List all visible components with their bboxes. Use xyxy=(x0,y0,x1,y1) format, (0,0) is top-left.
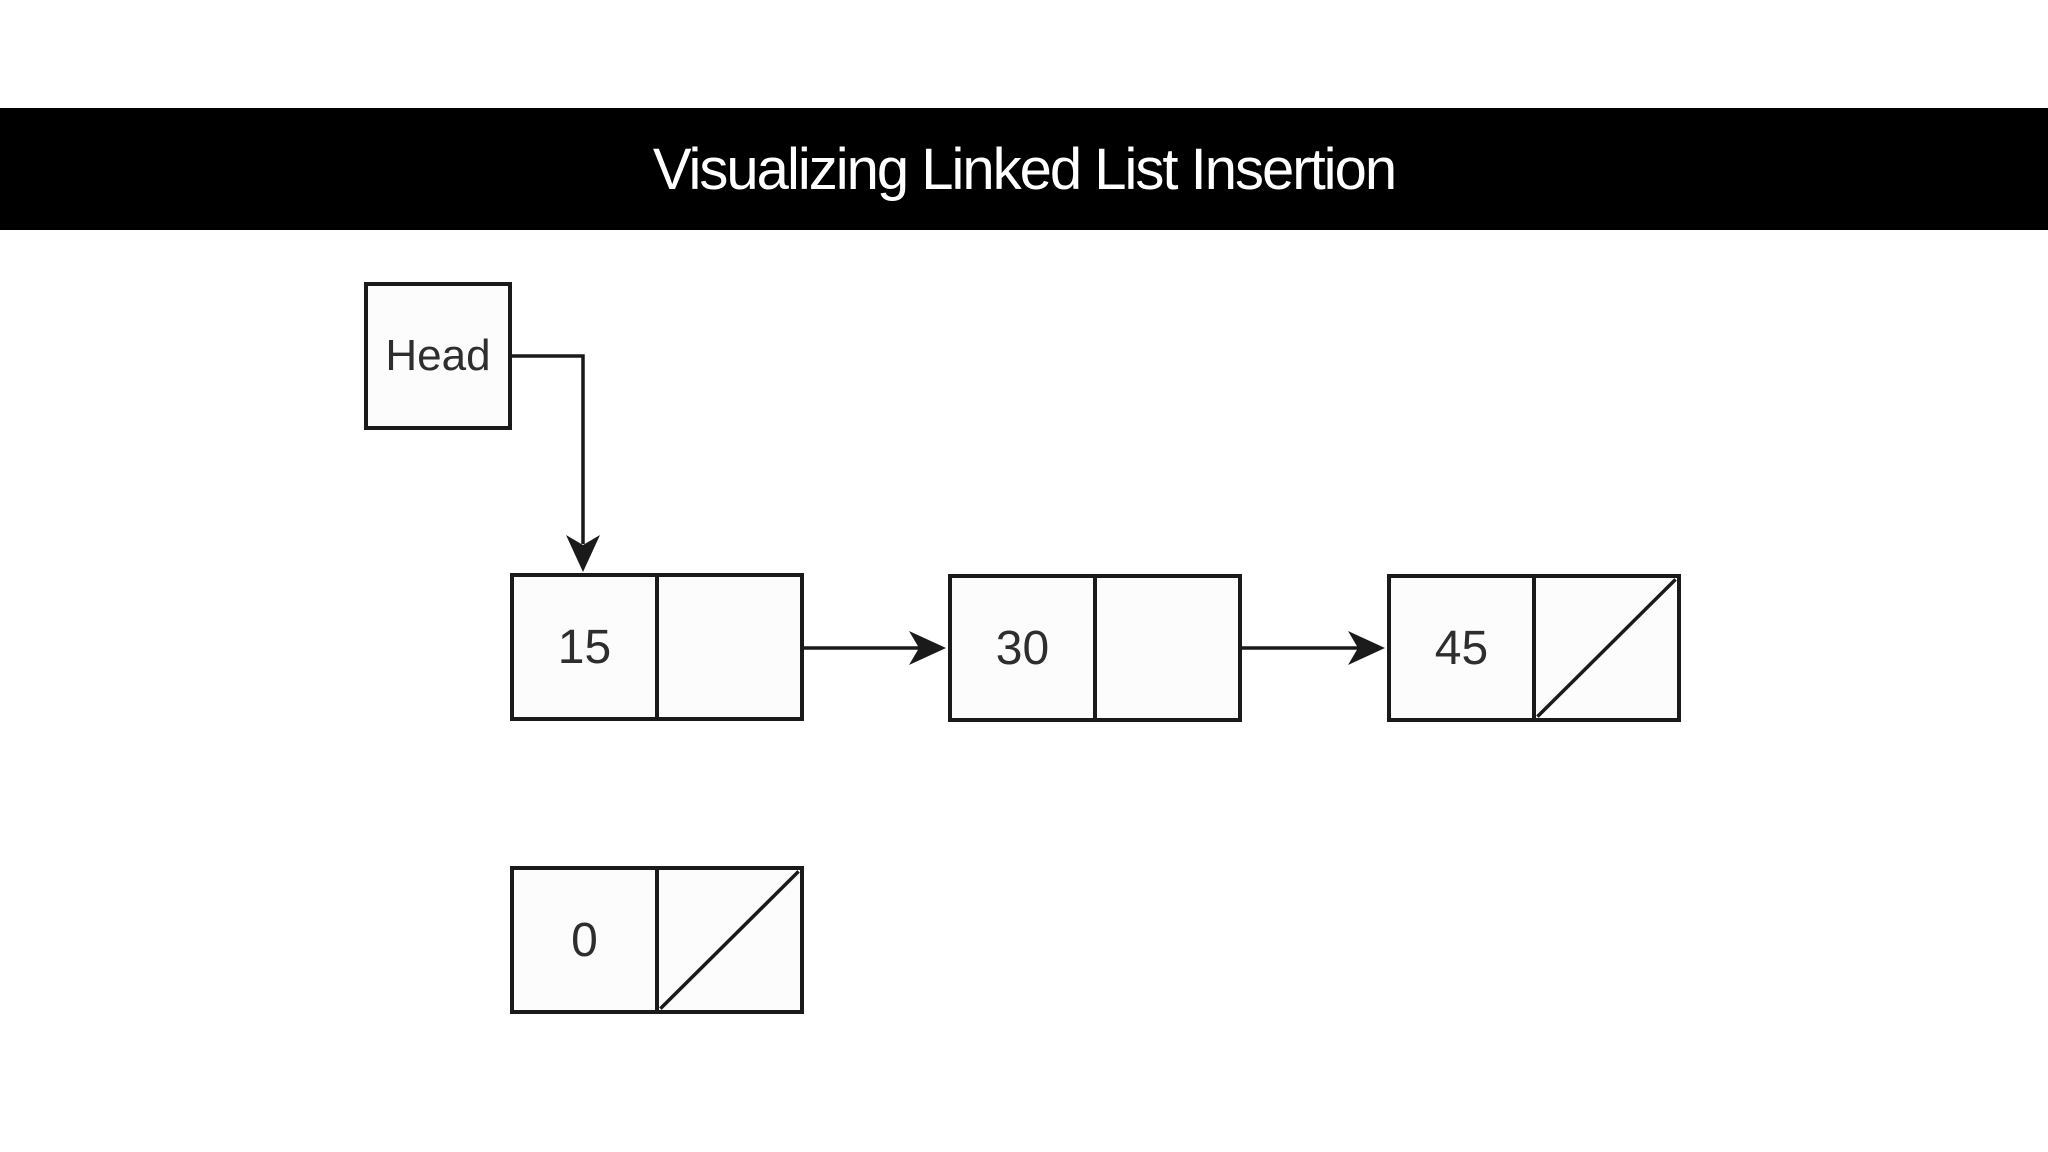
node-value: 15 xyxy=(557,620,612,674)
node-value: 30 xyxy=(995,621,1050,675)
node-value: 0 xyxy=(571,913,598,967)
list-node-15: 15 xyxy=(510,573,804,721)
null-pointer-slash-icon xyxy=(659,870,800,1010)
title-bar: Visualizing Linked List Insertion xyxy=(0,108,2048,230)
node-pointer-cell xyxy=(655,870,800,1010)
null-pointer-slash-icon xyxy=(1536,578,1677,718)
arrow-15-to-30 xyxy=(801,631,946,665)
list-node-30: 30 xyxy=(948,574,1242,722)
node-pointer-cell xyxy=(1093,578,1238,718)
head-label: Head xyxy=(385,331,491,380)
head-to-15-arrow xyxy=(512,354,600,572)
detached-node-0: 0 xyxy=(510,866,804,1014)
list-node-45: 45 xyxy=(1387,574,1681,722)
node-pointer-cell xyxy=(655,577,800,717)
node-pointer-cell xyxy=(1532,578,1677,718)
arrow-30-to-45 xyxy=(1241,631,1385,665)
head-box: Head xyxy=(364,282,512,430)
page-title: Visualizing Linked List Insertion xyxy=(652,136,1397,202)
node-value: 45 xyxy=(1434,621,1489,675)
